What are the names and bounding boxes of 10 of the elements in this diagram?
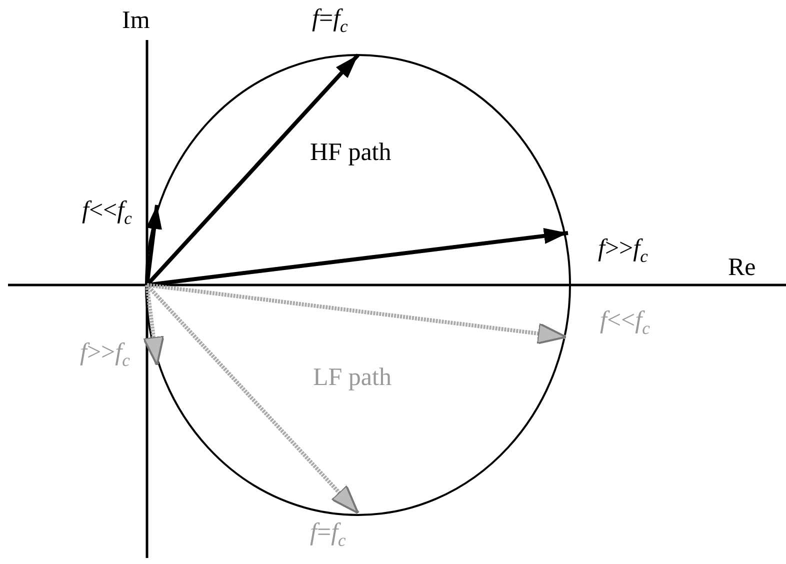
frequency-label: f<<f$_{c}$ [600, 308, 650, 338]
axis-label: Re [728, 255, 756, 280]
frequency-label: f<<f$_{c}$ [82, 198, 132, 228]
frequency-label: f=f$_{c}$ [310, 520, 346, 550]
path-label: HF path [310, 140, 392, 165]
path-label: LF path [313, 365, 392, 390]
frequency-label: f>>f$_{c}$ [598, 236, 648, 266]
axis-label: Im [122, 8, 150, 33]
frequency-label: f>>f$_{c}$ [80, 340, 130, 370]
frequency-label: f=f$_{c}$ [312, 6, 348, 36]
